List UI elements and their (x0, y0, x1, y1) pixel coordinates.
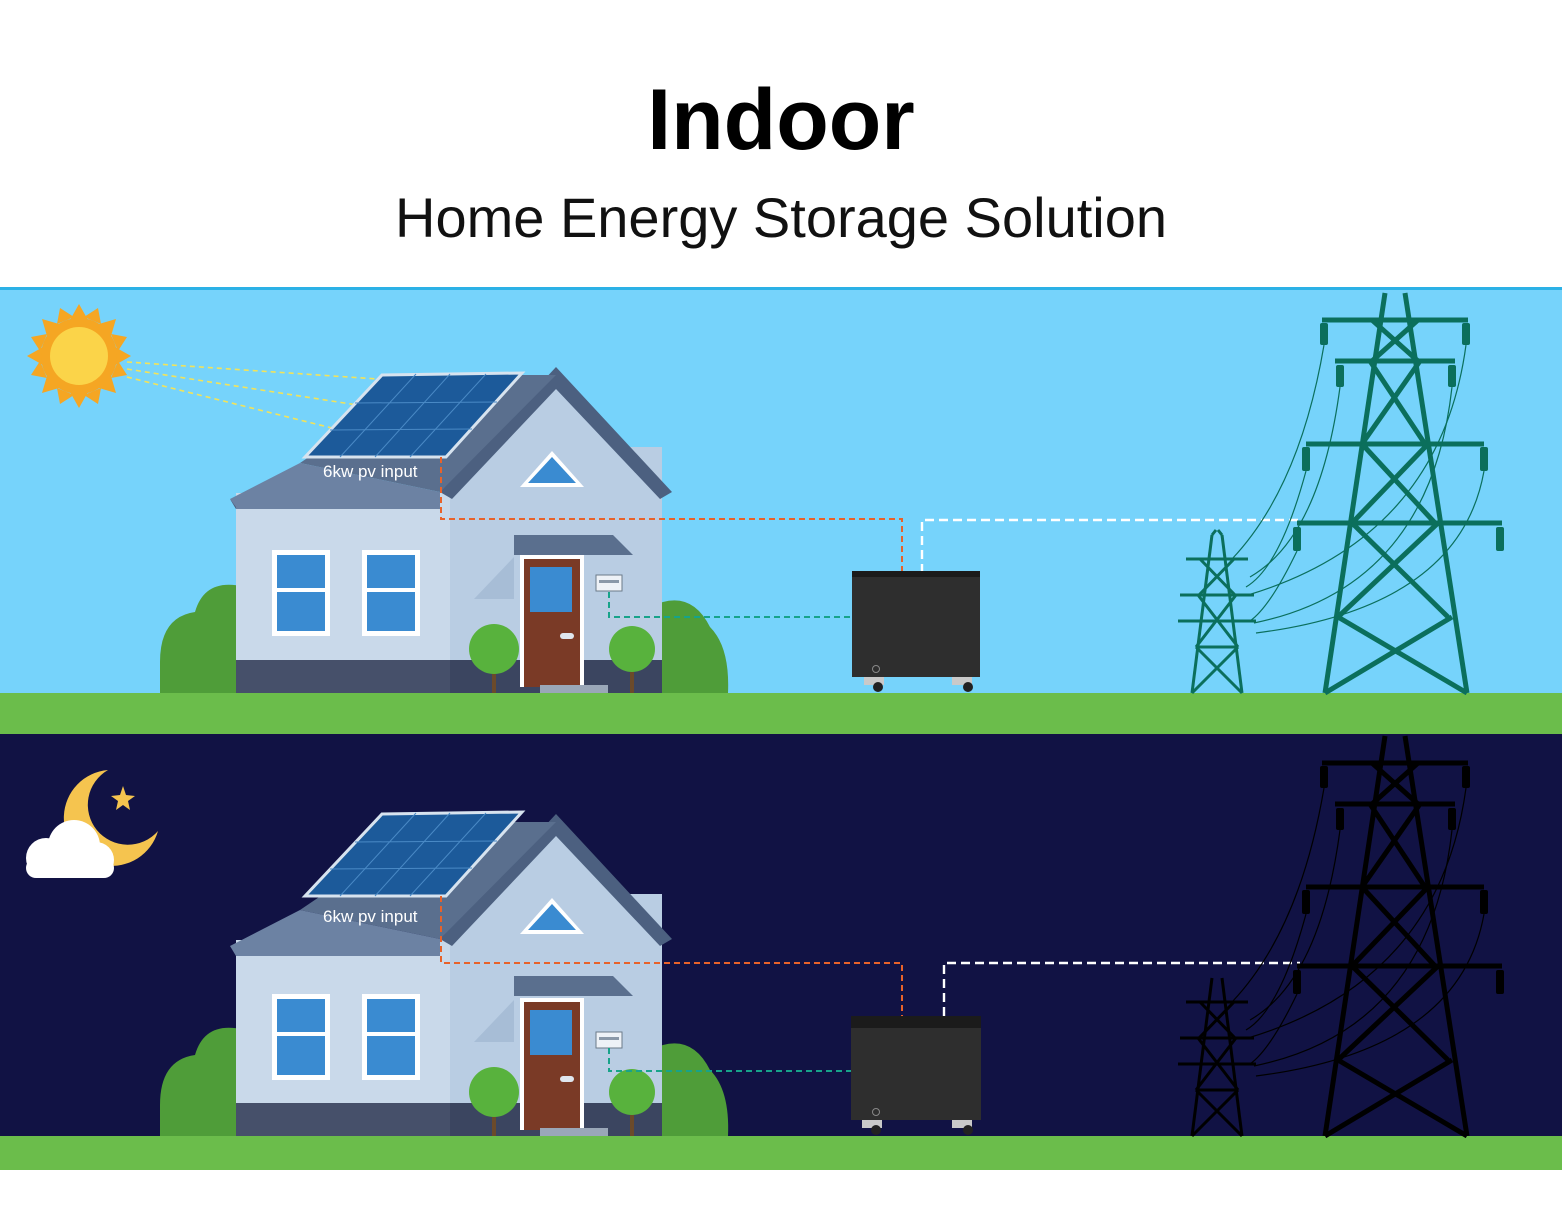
night-scene: 6kw pv input (0, 734, 1562, 1170)
transmission-tower (1297, 735, 1502, 1139)
sunlight-rays (126, 361, 393, 434)
day-ground (0, 693, 1562, 734)
small-pylon (1178, 529, 1256, 695)
power-lines (1231, 344, 1485, 634)
pv-cable (440, 896, 903, 1016)
small-pylon (1178, 977, 1256, 1138)
pv-input-label: 6kw pv input (323, 462, 418, 481)
page-subtitle: Home Energy Storage Solution (395, 186, 1167, 249)
power-lines (1231, 787, 1485, 1077)
battery-cabinet (851, 1016, 981, 1135)
day-scene: 6kw pv input (0, 287, 1562, 734)
moon-cloud-icon (26, 770, 158, 878)
load-cable (608, 592, 852, 618)
pv-cable (440, 457, 903, 573)
grid-cable (942, 961, 1300, 1016)
sun-icon (27, 304, 131, 408)
house (160, 367, 729, 693)
load-cable (608, 1048, 852, 1072)
battery-cabinet (852, 571, 980, 692)
transmission-tower (1297, 292, 1502, 696)
pv-input-label: 6kw pv input (323, 907, 418, 926)
night-ground (0, 1136, 1562, 1170)
grid-cable (920, 518, 1300, 573)
page-title: Indoor (647, 72, 915, 168)
house (160, 810, 729, 1136)
